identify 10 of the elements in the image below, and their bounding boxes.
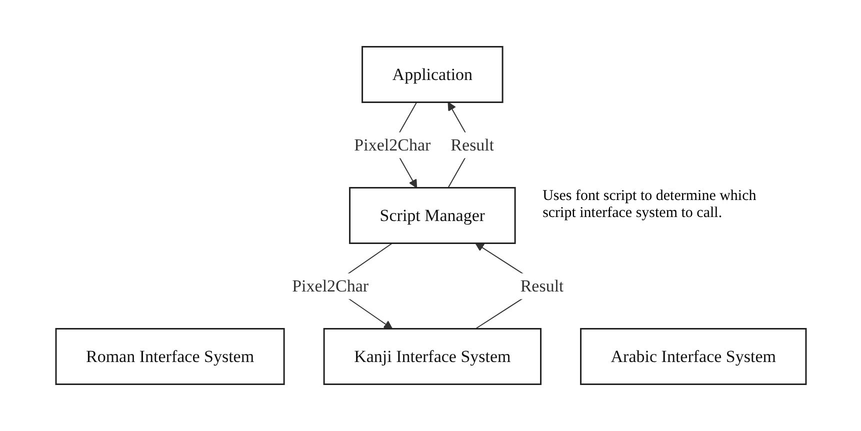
annotation-note: Uses font script to determine which script interface system to call.: [542, 188, 758, 222]
node-box: Script Manager: [348, 187, 516, 244]
edge-label: Result: [450, 135, 494, 154]
edge-label: Result: [520, 276, 564, 296]
edge-label: Pixel2Char: [292, 276, 368, 296]
node-box: Application: [361, 46, 503, 103]
node-box: Roman Interface System: [54, 328, 284, 385]
node-box: Arabic Interface System: [580, 328, 806, 385]
node-box: Kanji Interface System: [322, 328, 542, 385]
edge-label: Pixel2Char: [354, 135, 430, 154]
